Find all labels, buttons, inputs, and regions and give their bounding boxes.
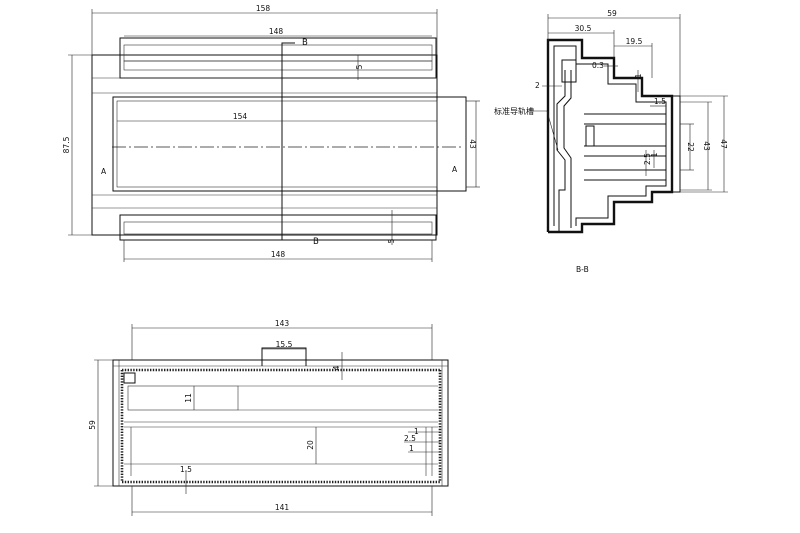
axis-mark-left: A bbox=[101, 167, 107, 176]
dim-small-3: 1.5 bbox=[654, 97, 666, 106]
section-profile-outer bbox=[546, 38, 674, 234]
top-view-upper-rail-inner bbox=[123, 44, 433, 62]
dim-small-2: 1 bbox=[634, 73, 643, 78]
section-line-b bbox=[281, 42, 310, 241]
dim-height: 59 bbox=[88, 420, 97, 430]
dim-gap-1: 2.5 bbox=[643, 153, 652, 165]
section-title: B-B bbox=[576, 265, 589, 274]
dim-right-c: 1 bbox=[409, 444, 414, 453]
front-view-slot bbox=[261, 347, 307, 366]
top-view-face bbox=[112, 96, 467, 192]
rail-slot bbox=[556, 70, 566, 232]
dim-depth: 59 bbox=[607, 9, 617, 18]
section-block bbox=[585, 125, 595, 147]
rail-slot-label: 标准导轨槽 bbox=[494, 106, 534, 116]
section-plate bbox=[671, 95, 681, 193]
top-view-upper-rail bbox=[119, 37, 437, 79]
front-view-outline bbox=[112, 359, 449, 487]
dim-height: 87.5 bbox=[62, 136, 71, 153]
top-view-upper-rail-step bbox=[123, 60, 433, 71]
dim-right-b: 2.5 bbox=[404, 434, 416, 443]
dim-inner-width: 154 bbox=[233, 112, 248, 121]
dim-left-block: 11 bbox=[184, 393, 193, 403]
leader-line bbox=[546, 110, 559, 151]
top-view: 158 148 148 154 87.5 43 5 5 B B A A bbox=[62, 4, 480, 262]
rail-slot-inner bbox=[563, 70, 572, 228]
front-view-corner bbox=[123, 372, 136, 384]
axis-mark-right: A bbox=[452, 165, 458, 174]
dim-slot-depth: 4 bbox=[332, 365, 341, 370]
section-profile-inner bbox=[553, 45, 667, 226]
dim-height-2: 43 bbox=[702, 141, 711, 151]
dim-height-3: 47 bbox=[719, 139, 728, 149]
top-view-lower-rail-inner bbox=[123, 221, 433, 235]
section-clip bbox=[561, 59, 577, 83]
dim-top-rail-width: 148 bbox=[269, 27, 284, 36]
dim-right-a: 1 bbox=[414, 427, 419, 436]
front-view-block bbox=[127, 385, 239, 411]
top-view-lower-rail bbox=[119, 214, 437, 241]
dim-bottom-gap: 1.5 bbox=[180, 465, 192, 474]
dim-bottom-width: 141 bbox=[275, 503, 290, 512]
section-mark-top: B bbox=[302, 38, 308, 48]
dim-wall: 2 bbox=[535, 81, 540, 90]
dim-inner-height: 43 bbox=[468, 139, 477, 149]
dim-height-1: 22 bbox=[686, 142, 695, 152]
dim-overall-width: 158 bbox=[256, 4, 271, 13]
dim-step-1: 30.5 bbox=[575, 24, 592, 33]
dim-bottom-rail-width: 148 bbox=[271, 250, 286, 259]
dim-top-width: 143 bbox=[275, 319, 290, 328]
dim-step-2: 19.5 bbox=[626, 37, 643, 46]
dim-top-offset: 5 bbox=[355, 64, 364, 69]
dim-bottom-offset: 5 bbox=[387, 238, 396, 243]
dim-center: 20 bbox=[306, 440, 315, 450]
dim-gap-2: 1 bbox=[650, 152, 659, 157]
section-view: 59 30.5 19.5 0.3 1 1.5 2 22 43 47 2.5 1 bbox=[494, 9, 728, 274]
dim-small-1: 0.3 bbox=[592, 61, 604, 70]
dim-slot: 15.5 bbox=[276, 340, 293, 349]
top-view-face-inner bbox=[116, 100, 438, 188]
section-mark-bottom: B bbox=[313, 237, 319, 247]
front-view: 143 141 15.5 4 59 11 20 1 2.5 1 1.5 bbox=[88, 319, 449, 516]
